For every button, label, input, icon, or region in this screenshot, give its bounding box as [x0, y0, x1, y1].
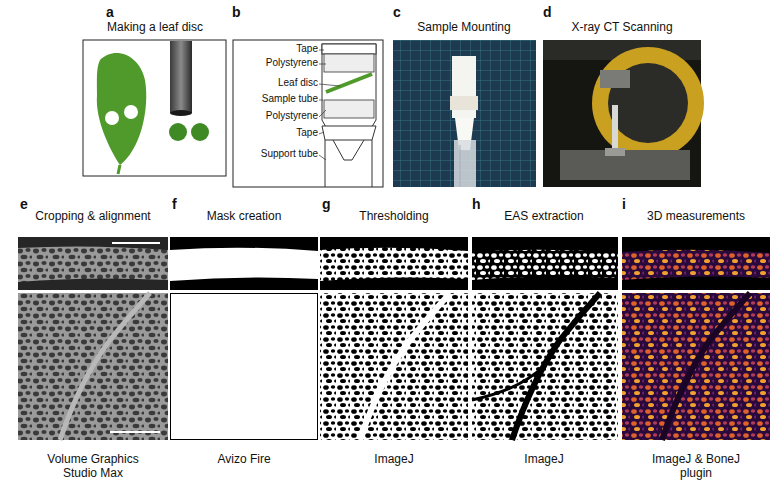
figure-panel: hEAS extractionImageJ: [470, 194, 618, 486]
figure-panel: eCropping & alignmentVolume Graphics Stu…: [18, 194, 168, 486]
panel-title: Mask creation: [170, 209, 318, 223]
figure-panel: i3D measurementsImageJ & BoneJ plugin: [620, 194, 772, 486]
panel-title: Cropping & alignment: [18, 209, 168, 223]
panel-letter: g: [322, 196, 342, 213]
panel-letter: b: [232, 4, 252, 21]
panel-title: Making a leaf disc: [80, 20, 230, 34]
panel-title: Thresholding: [320, 209, 468, 223]
panel-letter: a: [106, 4, 126, 21]
text-label: Sample tube: [234, 93, 318, 105]
panel-title: EAS extraction: [470, 209, 618, 223]
figure-panel: dX-ray CT Scanning: [540, 2, 704, 38]
text-label: Leaf disc: [234, 77, 318, 89]
figure-panel: gThresholdingImageJ: [320, 194, 468, 486]
text-label: Polystyrene: [234, 57, 318, 69]
text-label: Volume Graphics Studio Max: [38, 452, 148, 481]
text-label: Tape: [234, 43, 318, 55]
panel-letter: c: [393, 4, 413, 21]
panel-letter: f: [172, 196, 192, 213]
text-label: Avizo Fire: [184, 452, 304, 466]
panel-letter: d: [543, 4, 563, 21]
figure-panel: fMask creationAvizo Fire: [170, 194, 318, 486]
panel-title: X-ray CT Scanning: [540, 20, 704, 34]
panel-title: 3D measurements: [620, 209, 772, 223]
text-label: ImageJ & BoneJ plugin: [644, 452, 748, 481]
panel-letter: h: [472, 196, 492, 213]
figure-panel: cSample Mounting: [390, 2, 538, 38]
text-label: ImageJ: [484, 452, 604, 466]
figure-panel: bTapePolystyreneLeaf discSample tubePoly…: [228, 2, 386, 190]
figure-panel: aMaking a leaf disc: [80, 2, 230, 38]
text-label: Polystyrene: [234, 110, 318, 122]
text-label: ImageJ: [334, 452, 454, 466]
text-label: Support tube: [234, 148, 318, 160]
panel-letter: i: [622, 196, 642, 213]
panel-title: Sample Mounting: [390, 20, 538, 34]
text-label: Tape: [234, 127, 318, 139]
